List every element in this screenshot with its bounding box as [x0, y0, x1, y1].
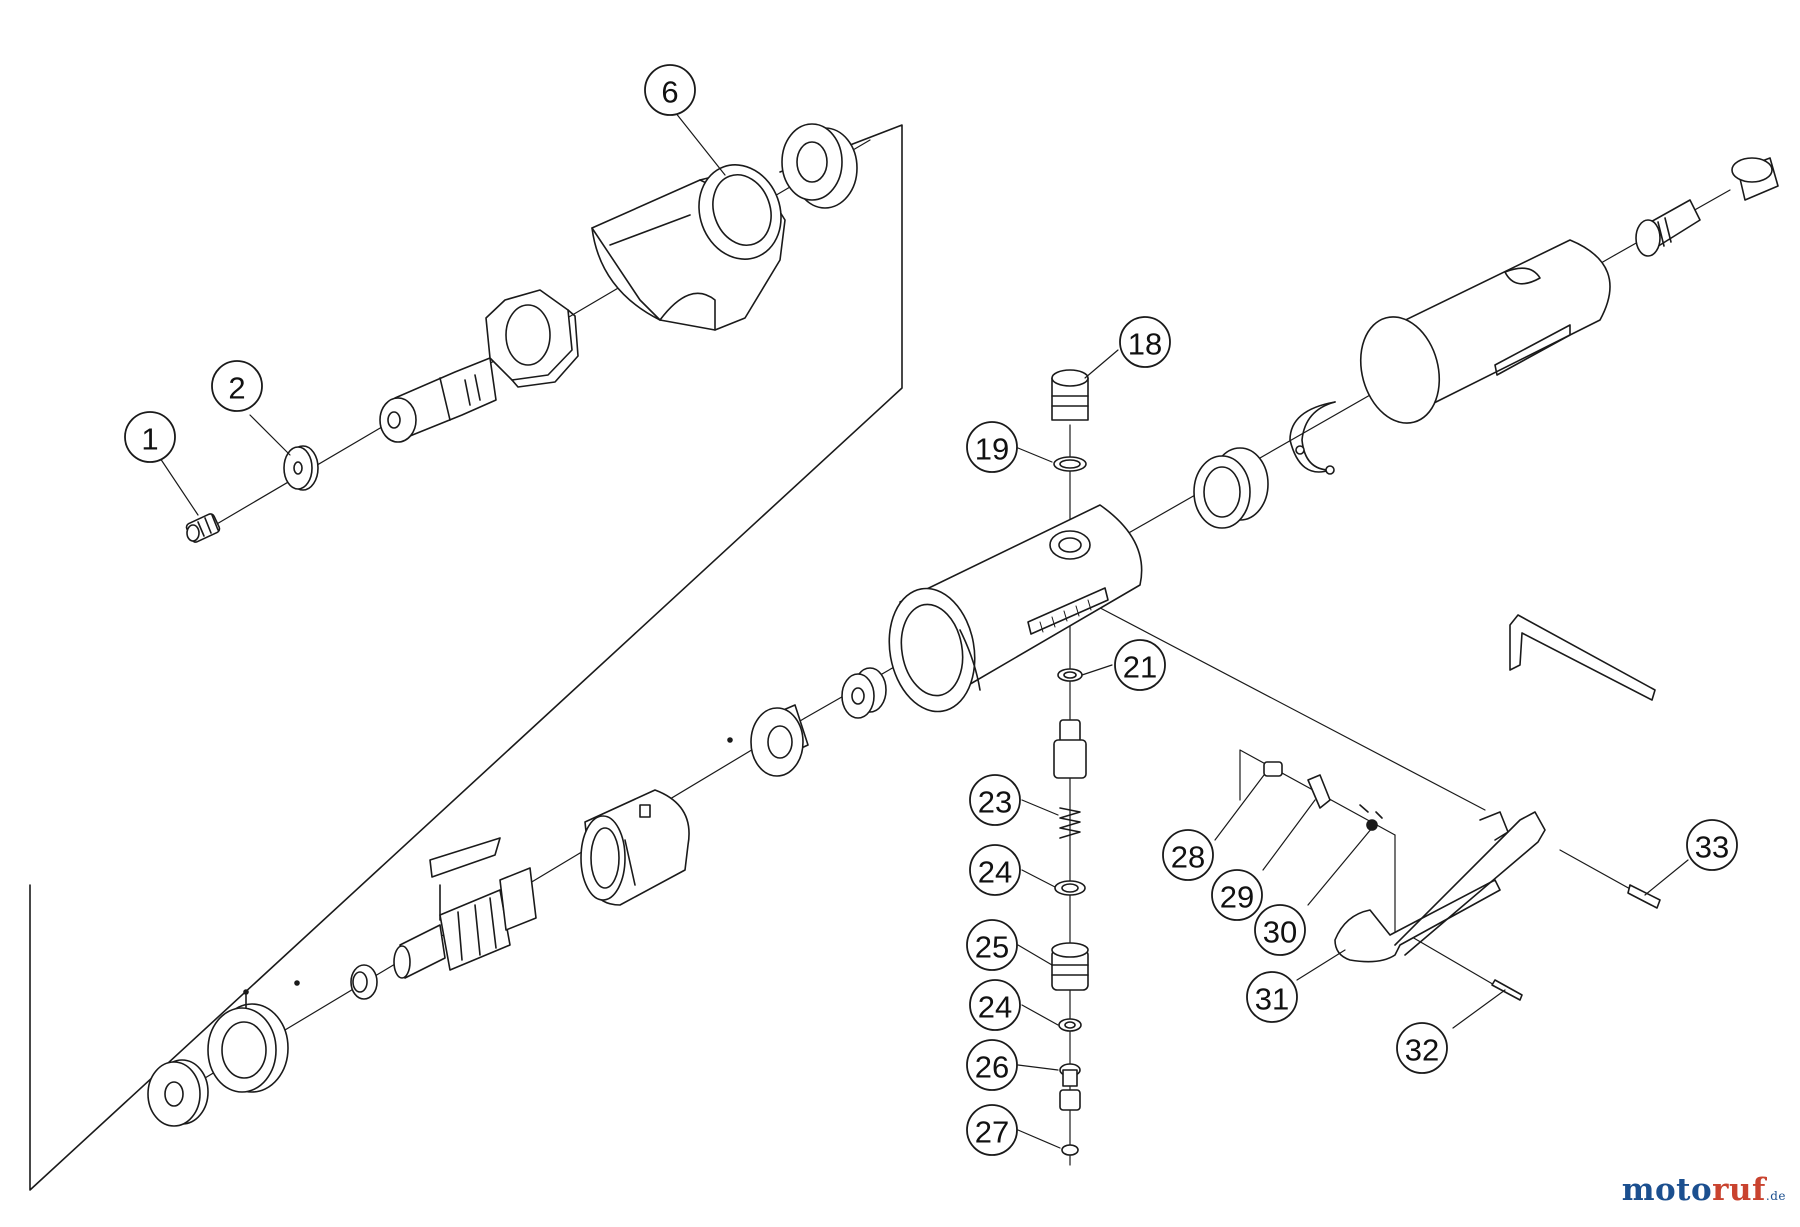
callout-1: 1	[124, 411, 176, 463]
part-bearing-front	[841, 667, 887, 719]
callout-19: 19	[966, 421, 1018, 473]
callout-19-label: 19	[975, 432, 1009, 467]
callout-31-label: 31	[1255, 982, 1289, 1017]
callout-21-label: 21	[1123, 650, 1157, 685]
part-pin-33	[1627, 884, 1661, 909]
part-valve-seat-25	[1051, 942, 1089, 991]
part-dust-cap	[1731, 157, 1779, 201]
part-needle-bearing	[1193, 447, 1269, 529]
part-hex-nut	[485, 289, 579, 388]
part-valve-pin-26	[1059, 1063, 1081, 1111]
callout-25-label: 25	[975, 930, 1009, 965]
callout-32-label: 32	[1405, 1033, 1439, 1068]
callout-6: 6	[644, 64, 696, 116]
watermark-part2: ruf	[1712, 1172, 1766, 1208]
callout-29-label: 29	[1220, 880, 1254, 915]
callout-1-label: 1	[141, 422, 158, 457]
part-rotor	[393, 837, 537, 979]
watermark-logo: motoruf.de	[1622, 1172, 1786, 1208]
part-guard	[591, 164, 786, 331]
callout-23-label: 23	[978, 785, 1012, 820]
callout-30: 30	[1254, 904, 1306, 956]
callout-2: 2	[211, 360, 263, 412]
watermark-part3: .de	[1765, 1189, 1786, 1203]
part-hex-key	[1509, 614, 1656, 701]
housing-brand-plate	[1039, 599, 1092, 633]
callout-21: 21	[1114, 639, 1166, 691]
part-collet	[379, 357, 497, 443]
enclosure-frame	[29, 124, 903, 1191]
part-o-ring-21	[1057, 668, 1083, 682]
callout-24a: 24	[969, 844, 1021, 896]
part-bearing-lower	[147, 1059, 209, 1127]
part-o-ring-27	[1061, 1144, 1079, 1156]
callout-27: 27	[966, 1104, 1018, 1156]
callout-28: 28	[1162, 829, 1214, 881]
part-screw	[185, 513, 221, 543]
callout-6-label: 6	[661, 75, 678, 110]
part-spring-23	[1059, 807, 1081, 839]
watermark-part1: moto	[1621, 1172, 1713, 1208]
callout-24a-label: 24	[978, 855, 1012, 890]
part-trigger-lever	[1334, 811, 1546, 963]
part-o-ring-24a	[1054, 880, 1086, 896]
callout-26-label: 26	[975, 1050, 1009, 1085]
callout-25: 25	[966, 919, 1018, 971]
part-spacer-ring	[781, 123, 858, 209]
callout-28-label: 28	[1171, 840, 1205, 875]
part-handle	[1359, 239, 1611, 424]
callout-2-label: 2	[228, 371, 245, 406]
callout-18: 18	[1119, 316, 1171, 368]
callouts: 1 2 6 18 19 21 23 24 25 24 26 27 28 29 3…	[124, 64, 1738, 1156]
callout-23: 23	[969, 774, 1021, 826]
callout-24b-label: 24	[978, 990, 1012, 1025]
part-o-ring-small	[350, 964, 378, 1000]
leader-lines	[157, 111, 1689, 1149]
part-inlet-bushing	[1635, 199, 1701, 257]
part-ball-30	[1359, 804, 1383, 831]
part-housing	[888, 504, 1143, 713]
callout-18-label: 18	[1128, 327, 1162, 362]
callout-33: 33	[1686, 819, 1738, 871]
part-cylinder	[580, 789, 690, 906]
part-pin-32	[1491, 979, 1523, 1001]
callout-27-label: 27	[975, 1115, 1009, 1150]
part-valve-bushing-18	[1051, 369, 1089, 421]
lever-frame	[1239, 749, 1396, 941]
callout-31: 31	[1246, 971, 1298, 1023]
callout-33-label: 33	[1695, 830, 1729, 865]
callout-26: 26	[966, 1039, 1018, 1091]
part-front-plate	[727, 704, 809, 777]
callout-32: 32	[1396, 1022, 1448, 1074]
callout-30-label: 30	[1263, 915, 1297, 950]
part-end-plate	[207, 980, 300, 1093]
callout-24b: 24	[969, 979, 1021, 1031]
part-washer	[283, 445, 319, 491]
part-pin-28	[1263, 761, 1283, 777]
part-latch-29	[1307, 774, 1331, 809]
part-snap-ring	[1289, 401, 1336, 475]
callout-29: 29	[1211, 869, 1263, 921]
part-o-ring-19	[1053, 456, 1087, 472]
part-valve-stem	[1053, 719, 1087, 779]
part-o-ring-24b	[1058, 1018, 1082, 1032]
